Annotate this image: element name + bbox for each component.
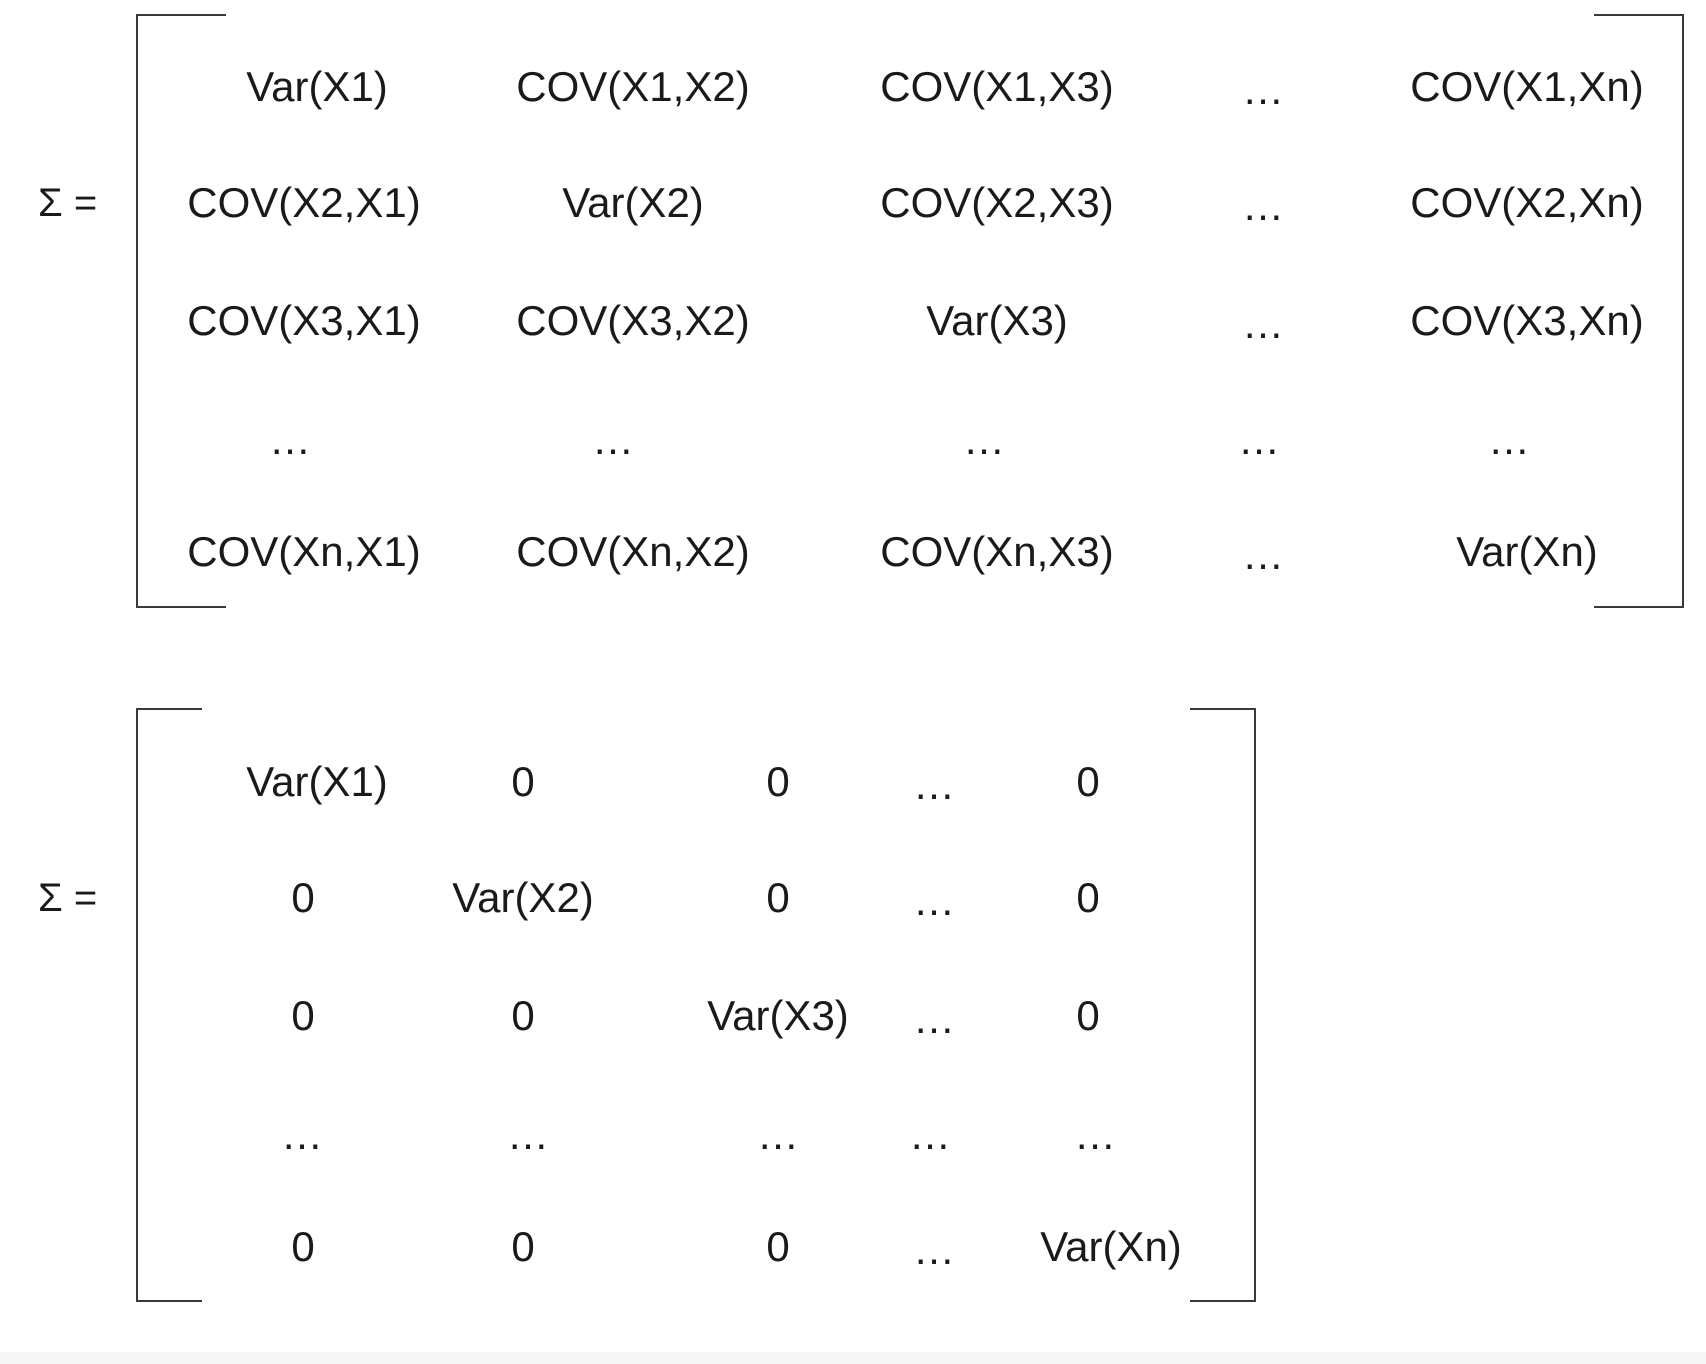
- matrix-cell: …: [1242, 66, 1284, 113]
- matrix-cell: …: [913, 995, 955, 1042]
- matrix-cell: …: [1242, 300, 1284, 347]
- matrix-cell: COV(X1,Xn): [1410, 63, 1644, 110]
- matrix-cell: Var(X3): [707, 992, 849, 1039]
- matrix-cell: …: [1074, 1111, 1116, 1158]
- matrix-cell: COV(X2,X3): [880, 179, 1114, 226]
- matrix-cell: …: [1488, 416, 1530, 463]
- matrix-cell: COV(X3,Xn): [1410, 297, 1644, 344]
- matrix-cell: Var(X2): [562, 179, 704, 226]
- matrix-cell: COV(Xn,X3): [880, 528, 1114, 575]
- matrix-cell: …: [281, 1111, 323, 1158]
- matrix-cell: …: [757, 1111, 799, 1158]
- matrix-cell: 0: [511, 992, 535, 1039]
- matrix-cell: 0: [291, 1223, 315, 1270]
- matrix-cell: …: [909, 1111, 951, 1158]
- matrix-cell: …: [963, 416, 1005, 463]
- matrix-cell: 0: [766, 874, 790, 921]
- left-bracket: [136, 14, 226, 608]
- matrix-cell: COV(Xn,X2): [516, 528, 750, 575]
- left-bracket: [136, 708, 202, 1302]
- matrix-cell: COV(X3,X2): [516, 297, 750, 344]
- matrix-cell: 0: [1076, 758, 1100, 805]
- matrix-cell: COV(Xn,X1): [187, 528, 421, 575]
- right-bracket: [1594, 14, 1684, 608]
- matrix-cell: 0: [511, 1223, 535, 1270]
- matrix-cell: Var(Xn): [1040, 1223, 1182, 1270]
- matrix-cell: Var(X1): [246, 63, 388, 110]
- matrix-cell: 0: [291, 874, 315, 921]
- matrix-cell: …: [1242, 531, 1284, 578]
- right-bracket: [1190, 708, 1256, 1302]
- matrix-cell: …: [592, 416, 634, 463]
- bottom-strip: [0, 1352, 1706, 1364]
- matrix-cell: COV(X1,X2): [516, 63, 750, 110]
- matrix-cell: 0: [291, 992, 315, 1039]
- matrix-cell: Var(Xn): [1456, 528, 1598, 575]
- matrix-cell: 0: [1076, 874, 1100, 921]
- sigma-label: Σ =: [38, 181, 98, 225]
- matrix-cell: …: [913, 877, 955, 924]
- matrix-cell: …: [1242, 182, 1284, 229]
- matrix-cell: 0: [1076, 992, 1100, 1039]
- matrix-cell: Var(X3): [926, 297, 1068, 344]
- matrix-cell: …: [507, 1111, 549, 1158]
- matrix-cell: …: [913, 1226, 955, 1273]
- matrix-cell: 0: [766, 758, 790, 805]
- matrix-cell: COV(X2,X1): [187, 179, 421, 226]
- sigma-label: Σ =: [38, 876, 98, 920]
- matrix-cell: 0: [766, 1223, 790, 1270]
- matrix-cell: COV(X2,Xn): [1410, 179, 1644, 226]
- matrix-cell: 0: [511, 758, 535, 805]
- matrix-cell: …: [269, 416, 311, 463]
- matrix-cell: …: [1238, 416, 1280, 463]
- matrix-cell: Var(X2): [452, 874, 594, 921]
- matrix-cell: COV(X1,X3): [880, 63, 1114, 110]
- matrix-cell: Var(X1): [246, 758, 388, 805]
- matrix-cell: …: [913, 761, 955, 808]
- matrix-cell: COV(X3,X1): [187, 297, 421, 344]
